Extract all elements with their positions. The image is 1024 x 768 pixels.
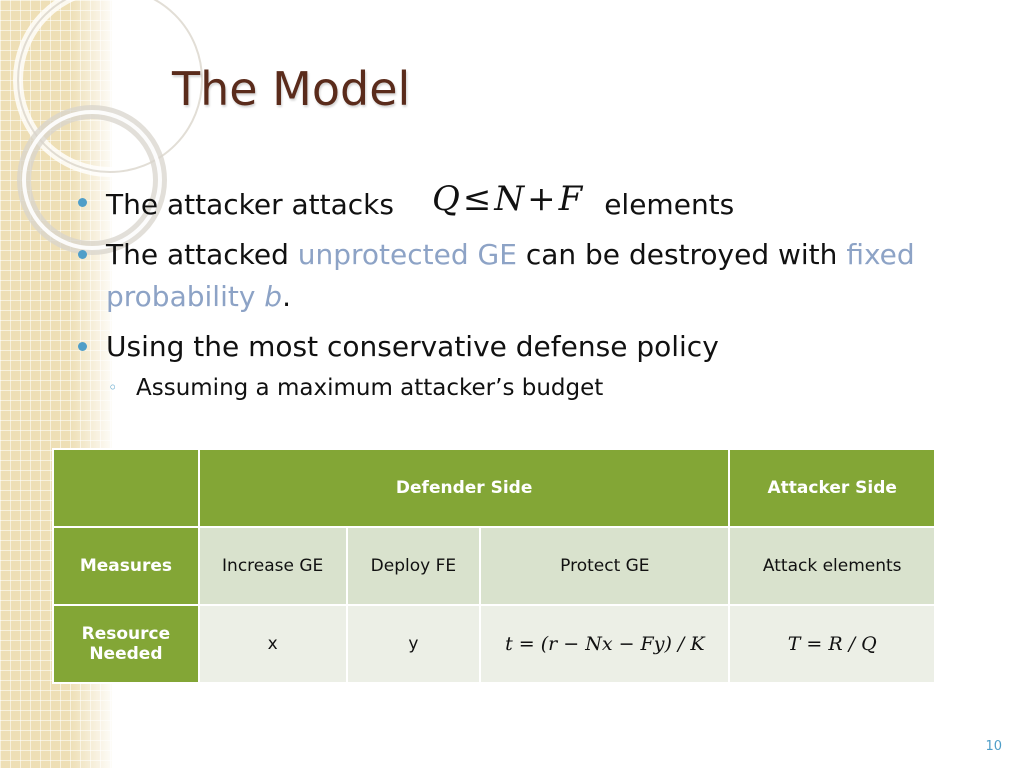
bullet-list: The attacker attacks Q≤N+F elements The at…	[78, 179, 958, 404]
cell-formula-T: T = R / Q	[728, 604, 936, 684]
table-row: Measures Increase GE Deploy FE Protect G…	[52, 526, 936, 606]
bullet-text-after: elements	[604, 188, 735, 221]
variable-b: b	[264, 280, 283, 313]
bullet-item-unprotected: The attacked unprotected GE can be destr…	[78, 234, 958, 318]
cell-attack-elements: Attack elements	[728, 526, 936, 606]
cell-formula-t: t = (r − Nx − Fy) / K	[479, 604, 731, 684]
cell-deploy-fe: Deploy FE	[345, 526, 482, 606]
header-defender-side: Defender Side	[197, 448, 731, 528]
sub-bullet-circle-icon: ◦	[108, 378, 118, 397]
cell-protect-ge: Protect GE	[479, 526, 731, 606]
header-empty-cell	[52, 448, 200, 528]
header-attacker-side: Attacker Side	[728, 448, 936, 528]
slide-title: The Model	[172, 62, 411, 116]
bullet-item-defense-policy: Using the most conservative defense poli…	[78, 326, 958, 368]
bullet-dot-icon	[78, 250, 87, 259]
bullet-item-attacker: The attacker attacks Q≤N+F elements	[78, 179, 958, 226]
page-number: 10	[985, 739, 1002, 754]
row-label-measures: Measures	[52, 526, 200, 606]
table-header-row: Defender Side Attacker Side	[52, 448, 936, 528]
bullet-dot-icon	[78, 342, 87, 351]
measures-table: Defender Side Attacker Side Measures Inc…	[52, 448, 936, 684]
cell-increase-ge: Increase GE	[197, 526, 348, 606]
bullet-dot-icon	[78, 198, 87, 207]
highlight-unprotected-ge: unprotected GE	[297, 238, 517, 271]
decorative-rings	[13, 0, 207, 255]
highlight-fixed-probability: fixed probability	[106, 238, 915, 313]
sub-bullet-item-budget: ◦ Assuming a maximum attacker’s budget	[78, 372, 958, 404]
bullet-text: The attacker attacks	[106, 188, 394, 221]
cell-y: y	[345, 604, 482, 684]
attack-formula: Q≤N+F	[431, 179, 583, 219]
cell-x: x	[197, 604, 348, 684]
